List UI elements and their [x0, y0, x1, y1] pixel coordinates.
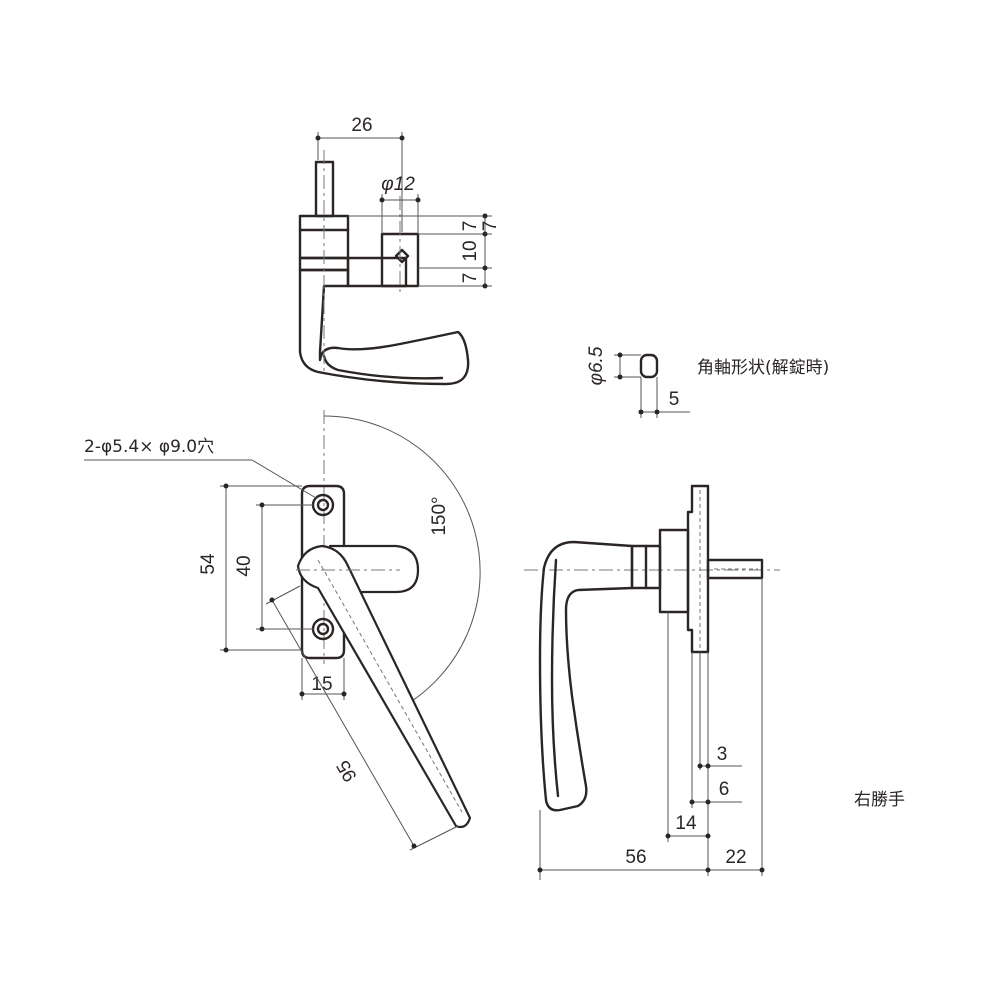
front-hole-spec: 2-φ5.4× φ9.0穴: [84, 437, 214, 457]
side-housing: [658, 528, 690, 614]
top-arm: [346, 256, 408, 288]
side-mounting-plate: [686, 484, 710, 654]
screw-hole-bottom: [311, 617, 335, 641]
side-dim-spindle: 22: [725, 847, 746, 868]
rotation-arc: [323, 415, 481, 707]
front-view: 150° 2-φ5.4× φ9.0穴 54 40: [84, 410, 481, 851]
side-handle-edge: [550, 558, 560, 798]
lever-handle: [296, 544, 472, 829]
hand-label: 右勝手: [854, 790, 905, 810]
top-dim-upper: 7: [460, 221, 481, 232]
front-dim-height-holes: 40: [234, 555, 255, 576]
detail-caption: 角軸形状(解錠時): [697, 358, 829, 378]
base-plate: [300, 484, 346, 660]
top-dim-lower: 7: [460, 273, 481, 284]
front-dim-angle: 150°: [429, 496, 450, 535]
front-dim-base-width: 15: [311, 674, 332, 695]
side-handle: [538, 540, 634, 812]
top-handle: [298, 268, 470, 386]
top-dim-width: 26: [351, 115, 372, 136]
top-view: 26 φ12 7 10 7 7: [298, 115, 501, 386]
square-spindle-section: [639, 353, 659, 379]
side-dim-a: 3: [717, 744, 728, 765]
front-dim-height-outer: 54: [198, 553, 219, 575]
front-dim-lever-length: 95: [333, 756, 362, 785]
detail-dim-diameter: φ6.5: [586, 346, 607, 385]
spindle-detail: φ6.5 5 角軸形状(解錠時): [586, 346, 829, 418]
top-dim-right: 7: [480, 221, 501, 232]
side-spindle: [706, 558, 764, 580]
top-dim-diameter: φ12: [381, 174, 415, 195]
detail-dim-width: 5: [669, 389, 680, 410]
side-view: 3 6 14 56 22 右勝手: [524, 484, 905, 880]
side-dim-b: 6: [719, 779, 730, 800]
side-dim-c: 14: [675, 813, 697, 834]
side-dim-total: 56: [625, 847, 646, 868]
top-dim-middle: 10: [460, 240, 481, 261]
top-handle-edge: [322, 354, 444, 380]
